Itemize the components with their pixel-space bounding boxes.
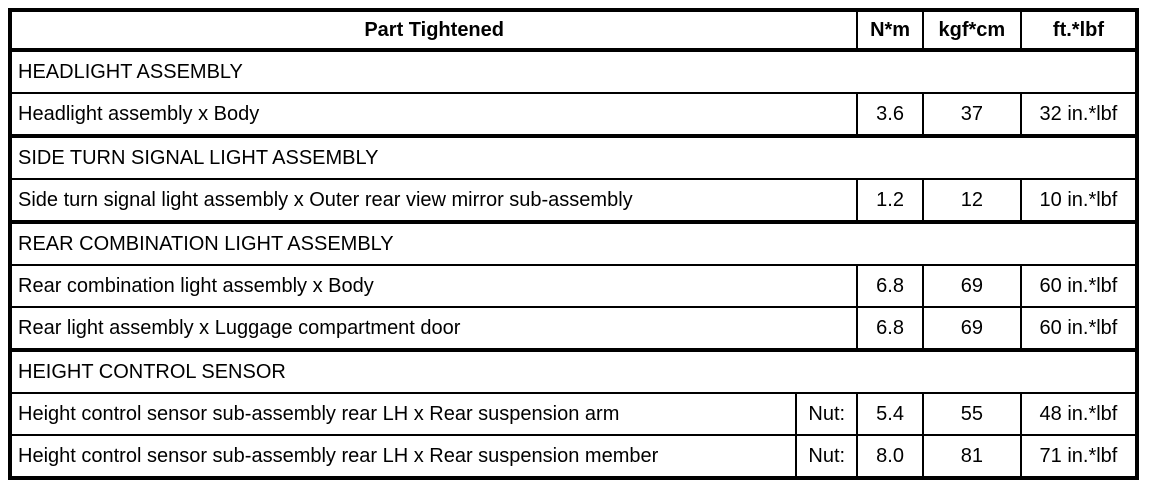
column-header-ftlbf: ft.*lbf <box>1019 9 1139 52</box>
column-header-kgfcm: kgf*cm <box>921 9 1022 52</box>
torque-ftlbf: 10 in.*lbf <box>1019 178 1139 223</box>
part-description: Height control sensor sub-assembly rear … <box>8 392 798 436</box>
torque-ftlbf: 48 in.*lbf <box>1019 392 1139 436</box>
fastener-type-label: Nut: <box>795 392 859 436</box>
table-row: Height control sensor sub-assembly rear … <box>8 392 1139 436</box>
torque-kgfcm: 12 <box>921 178 1022 223</box>
torque-nm: 6.8 <box>856 306 924 351</box>
table-row: Side turn signal light assembly x Outer … <box>8 178 1139 223</box>
torque-ftlbf: 60 in.*lbf <box>1019 306 1139 351</box>
section-title: HEIGHT CONTROL SENSOR <box>9 348 1138 394</box>
column-header-part-tightened: Part Tightened <box>8 9 859 52</box>
torque-kgfcm: 69 <box>921 306 1022 351</box>
part-description: Headlight assembly x Body <box>8 92 859 137</box>
torque-ftlbf: 32 in.*lbf <box>1019 92 1139 137</box>
torque-nm: 1.2 <box>856 178 924 223</box>
torque-kgfcm: 55 <box>921 392 1022 436</box>
table-row: Rear combination light assembly x Body 6… <box>8 264 1139 308</box>
section-header-row: SIDE TURN SIGNAL LIGHT ASSEMBLY <box>9 134 1138 180</box>
section-header-row: REAR COMBINATION LIGHT ASSEMBLY <box>9 220 1138 266</box>
section-title: REAR COMBINATION LIGHT ASSEMBLY <box>9 220 1138 266</box>
table-row: Height control sensor sub-assembly rear … <box>8 434 1139 479</box>
table-row: Rear light assembly x Luggage compartmen… <box>8 306 1139 351</box>
torque-spec-table: Part Tightened N*m kgf*cm ft.*lbf HEADLI… <box>8 8 1139 480</box>
torque-nm: 8.0 <box>856 434 924 479</box>
torque-kgfcm: 81 <box>921 434 1022 479</box>
torque-kgfcm: 37 <box>921 92 1022 137</box>
column-header-nm: N*m <box>856 9 924 52</box>
table-header: Part Tightened N*m kgf*cm ft.*lbf <box>8 9 1139 52</box>
torque-nm: 3.6 <box>856 92 924 137</box>
part-description: Side turn signal light assembly x Outer … <box>8 178 859 223</box>
part-description: Height control sensor sub-assembly rear … <box>8 434 798 479</box>
table-body: HEADLIGHT ASSEMBLY Headlight assembly x … <box>8 48 1139 479</box>
fastener-type-label: Nut: <box>795 434 859 479</box>
torque-nm: 5.4 <box>856 392 924 436</box>
table-row: Headlight assembly x Body 3.6 37 32 in.*… <box>8 92 1139 137</box>
torque-ftlbf: 71 in.*lbf <box>1019 434 1139 479</box>
torque-ftlbf: 60 in.*lbf <box>1019 264 1139 308</box>
part-description: Rear light assembly x Luggage compartmen… <box>8 306 859 351</box>
section-title: SIDE TURN SIGNAL LIGHT ASSEMBLY <box>9 134 1138 180</box>
section-title: HEADLIGHT ASSEMBLY <box>9 48 1138 94</box>
section-header-row: HEADLIGHT ASSEMBLY <box>9 48 1138 94</box>
torque-nm: 6.8 <box>856 264 924 308</box>
torque-kgfcm: 69 <box>921 264 1022 308</box>
header-row: Part Tightened N*m kgf*cm ft.*lbf <box>8 9 1139 52</box>
section-header-row: HEIGHT CONTROL SENSOR <box>9 348 1138 394</box>
part-description: Rear combination light assembly x Body <box>8 264 859 308</box>
